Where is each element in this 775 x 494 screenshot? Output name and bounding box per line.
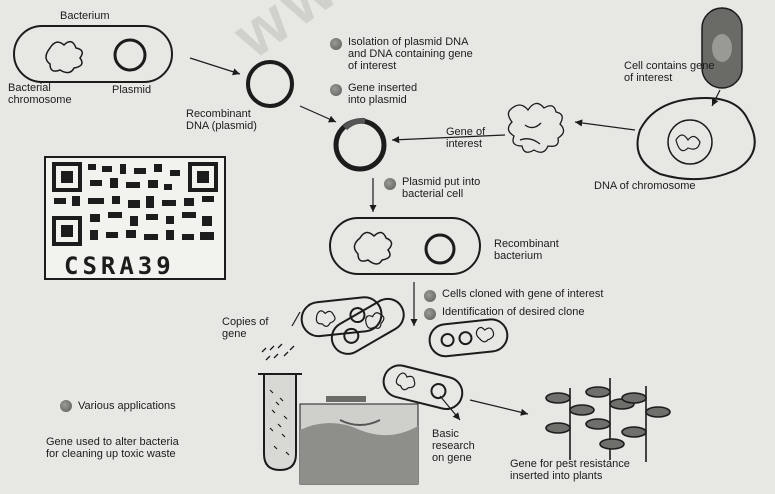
step-bullet-1	[330, 38, 342, 50]
label-gene-of-interest: Gene of interest	[446, 126, 485, 150]
arrow-to-isolated-plasmid	[190, 58, 240, 74]
label-gene-pest-resistance: Gene for pest resistance inserted into p…	[510, 458, 630, 482]
label-bacterial-chromosome: Bacterial chromosome	[8, 82, 72, 106]
label-dna-of-chromosome: DNA of chromosome	[594, 180, 695, 192]
arrow-copies	[292, 312, 300, 326]
plasmid-ring	[115, 40, 145, 70]
label-basic-research: Basic research on gene	[432, 428, 475, 464]
arrow-dna-to-gene	[575, 122, 635, 130]
recombinant-bacterium-cell	[330, 218, 480, 274]
step-bullet-2	[330, 84, 342, 96]
qr-pattern	[46, 158, 224, 250]
label-cell-containing-gene: Cell contains gene of interest	[624, 60, 715, 84]
test-tube	[258, 374, 302, 470]
bacterial-chromosome-squiggle	[46, 42, 82, 73]
step-1-text: Isolation of plasmid DNA and DNA contain…	[348, 36, 473, 72]
step-3-text: Plasmid put into bacterial cell	[402, 176, 480, 200]
label-gene-toxic-waste: Gene used to alter bacteria for cleaning…	[46, 436, 179, 460]
inserted-gene-segment	[345, 121, 365, 128]
donor-cell	[638, 98, 755, 179]
arrow-to-recombinant-plasmid	[300, 106, 336, 122]
gene-of-interest-squiggle	[508, 103, 563, 152]
toxic-waste-photo	[300, 396, 418, 484]
qr-code[interactable]: CSRA39	[44, 156, 226, 280]
gene-copies	[262, 344, 294, 360]
label-copies-of-gene: Copies of gene	[222, 316, 268, 340]
label-bacterium: Bacterium	[60, 10, 110, 22]
step-bullet-6	[60, 400, 72, 412]
recombinant-plasmid	[336, 121, 384, 169]
bacterium-cell	[14, 26, 172, 82]
step-bullet-4	[424, 290, 436, 302]
step-bullet-5	[424, 308, 436, 320]
label-plasmid: Plasmid	[112, 84, 151, 96]
step-bullet-3	[384, 178, 396, 190]
step-4-text: Cells cloned with gene of interest	[442, 288, 603, 300]
arrow-to-plants	[470, 400, 528, 414]
qr-code-label: CSRA39	[64, 252, 175, 280]
isolated-plasmid	[248, 62, 292, 106]
plants	[546, 378, 670, 462]
step-6-text: Various applications	[78, 400, 176, 412]
label-recombinant-dna: Recombinant DNA (plasmid)	[186, 108, 257, 132]
step-2-text: Gene inserted into plasmid	[348, 82, 417, 106]
step-5-text: Identification of desired clone	[442, 306, 584, 318]
label-recombinant-bacterium: Recombinant bacterium	[494, 238, 559, 262]
